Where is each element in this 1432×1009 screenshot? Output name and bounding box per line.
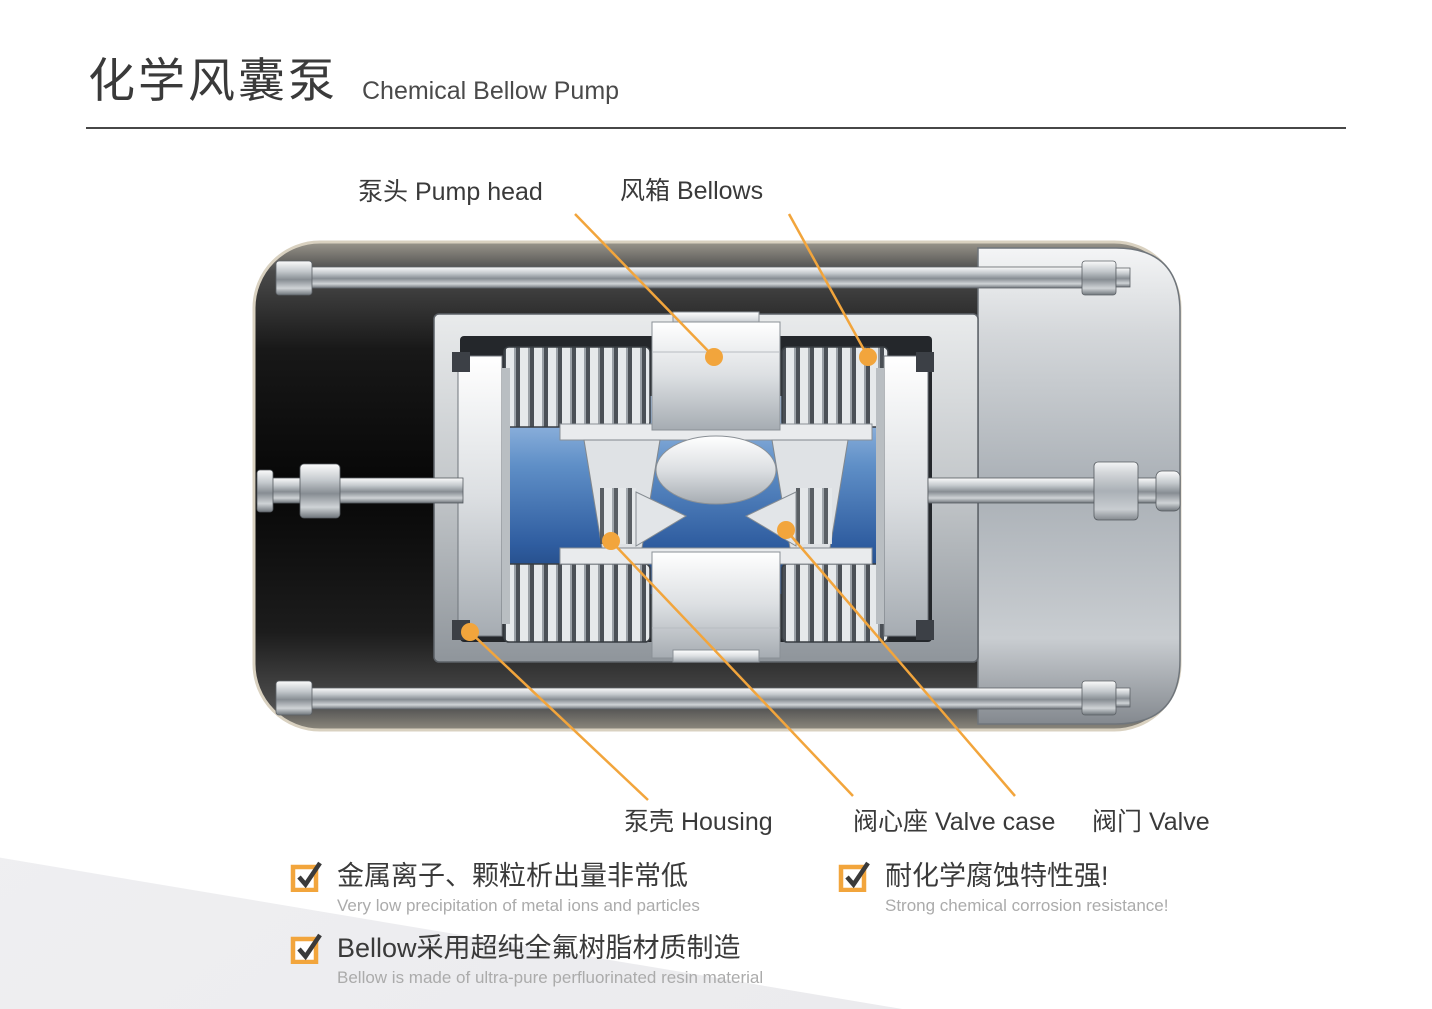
callout-line-valve-case bbox=[610, 540, 854, 797]
feature-item-corrosion: 耐化学腐蚀特性强! Strong chemical corrosion resi… bbox=[838, 860, 1168, 916]
page-title-zh: 化学风囊泵 bbox=[88, 54, 338, 107]
callout-label-valve: 阀门 Valve bbox=[1092, 808, 1210, 836]
valve-cone-left bbox=[635, 491, 688, 547]
valve-spring-right bbox=[796, 488, 832, 544]
feature-subtitle-en: Bellow is made of ultra-pure perfluorina… bbox=[337, 968, 764, 987]
callout-dots bbox=[461, 348, 877, 641]
callout-label-bellows: 风箱 Bellows bbox=[620, 177, 764, 205]
pump-head-block bbox=[651, 311, 781, 663]
callout-dot-pump-head bbox=[705, 348, 723, 366]
checkbox-icon bbox=[290, 861, 322, 892]
feature-text: 金属离子、颗粒析出量非常低 Very low precipitation of … bbox=[337, 860, 700, 916]
feature-title-zh: Bellow采用超纯全氟树脂材质制造 bbox=[337, 933, 741, 963]
checkbox-icon bbox=[290, 933, 322, 964]
callout-lines bbox=[469, 213, 1016, 801]
bellows-top-left bbox=[503, 346, 651, 428]
callout-label-housing: 泵壳 Housing bbox=[624, 808, 773, 836]
bellows-corrugations bbox=[503, 346, 889, 643]
feature-title-zh: 金属离子、颗粒析出量非常低 bbox=[337, 861, 688, 891]
valve-dome bbox=[655, 435, 777, 505]
feature-text: 耐化学腐蚀特性强! Strong chemical corrosion resi… bbox=[885, 860, 1168, 916]
callout-line-pump-head bbox=[574, 213, 715, 358]
feature-item-resin-material: Bellow采用超纯全氟树脂材质制造 Bellow is made of ult… bbox=[290, 932, 763, 988]
callout-dot-valve-case bbox=[602, 532, 620, 550]
callout-line-valve bbox=[785, 529, 1016, 797]
feature-subtitle-en: Very low precipitation of metal ions and… bbox=[337, 896, 700, 915]
drive-shaft bbox=[256, 461, 1181, 521]
callout-dot-bellows bbox=[859, 348, 877, 366]
callout-line-housing bbox=[469, 631, 649, 801]
callout-dot-housing bbox=[461, 623, 479, 641]
header-divider bbox=[86, 127, 1346, 129]
callout-label-pump-head: 泵头 Pump head bbox=[358, 178, 543, 206]
feature-text: Bellow采用超纯全氟树脂材质制造 Bellow is made of ult… bbox=[337, 932, 763, 988]
bellows-bottom-left bbox=[503, 563, 651, 643]
callout-label-valve-case: 阀心座 Valve case bbox=[853, 808, 1056, 836]
tie-rod-top bbox=[275, 260, 1131, 296]
checkbox-icon bbox=[838, 861, 870, 892]
feature-title-zh: 耐化学腐蚀特性强! bbox=[885, 861, 1109, 891]
tie-rod-bottom bbox=[275, 680, 1131, 716]
feature-item-metal-ions: 金属离子、颗粒析出量非常低 Very low precipitation of … bbox=[290, 860, 700, 916]
callout-line-bellows bbox=[787, 213, 870, 358]
header: 化学风囊泵 Chemical Bellow Pump bbox=[88, 42, 619, 111]
feature-subtitle-en: Strong chemical corrosion resistance! bbox=[885, 896, 1169, 915]
callout-dot-valve bbox=[777, 521, 795, 539]
page-title-en: Chemical Bellow Pump bbox=[362, 77, 620, 105]
